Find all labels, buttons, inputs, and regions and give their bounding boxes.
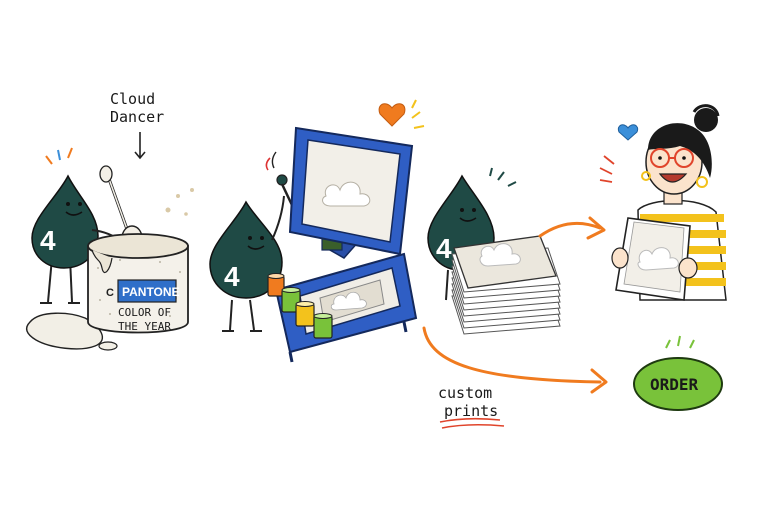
annotation-cloud-line2: Dancer	[110, 108, 164, 126]
arrow-to-customer	[538, 221, 602, 238]
mascot-drop-1	[31, 174, 99, 269]
heart-icon	[378, 103, 406, 127]
order-button-label[interactable]: ORDER	[650, 375, 699, 394]
arrow-to-order	[422, 326, 602, 384]
mascot-number: 4	[40, 225, 56, 256]
order-button[interactable]: ORDER	[633, 357, 723, 411]
annotation-custom-line1: custom	[438, 384, 492, 402]
happy-customer-scene	[599, 104, 727, 301]
mascot-number: 4	[436, 233, 452, 264]
pantone-line2: THE YEAR	[118, 320, 171, 333]
annotation-arrow-down	[134, 132, 146, 160]
mascot-drop-2	[209, 200, 283, 299]
annotation-custom-line2: prints	[444, 402, 498, 420]
paint-can-scene: 4 PANTONE C COLOR OF THE YEAR	[25, 147, 194, 351]
pantone-label-c: C	[106, 287, 114, 299]
pantone-line1: COLOR OF	[118, 306, 171, 319]
pantone-label-brand: PANTONE	[122, 285, 180, 299]
paint-cups	[267, 273, 333, 339]
mascot-number: 4	[224, 261, 240, 292]
annotation-cloud-line1: Cloud	[110, 90, 155, 108]
heart-icon	[617, 124, 639, 141]
pantone-label	[117, 279, 177, 303]
screen-press-scene: 4	[209, 126, 418, 363]
paper-stack-scene: 4	[427, 167, 561, 335]
